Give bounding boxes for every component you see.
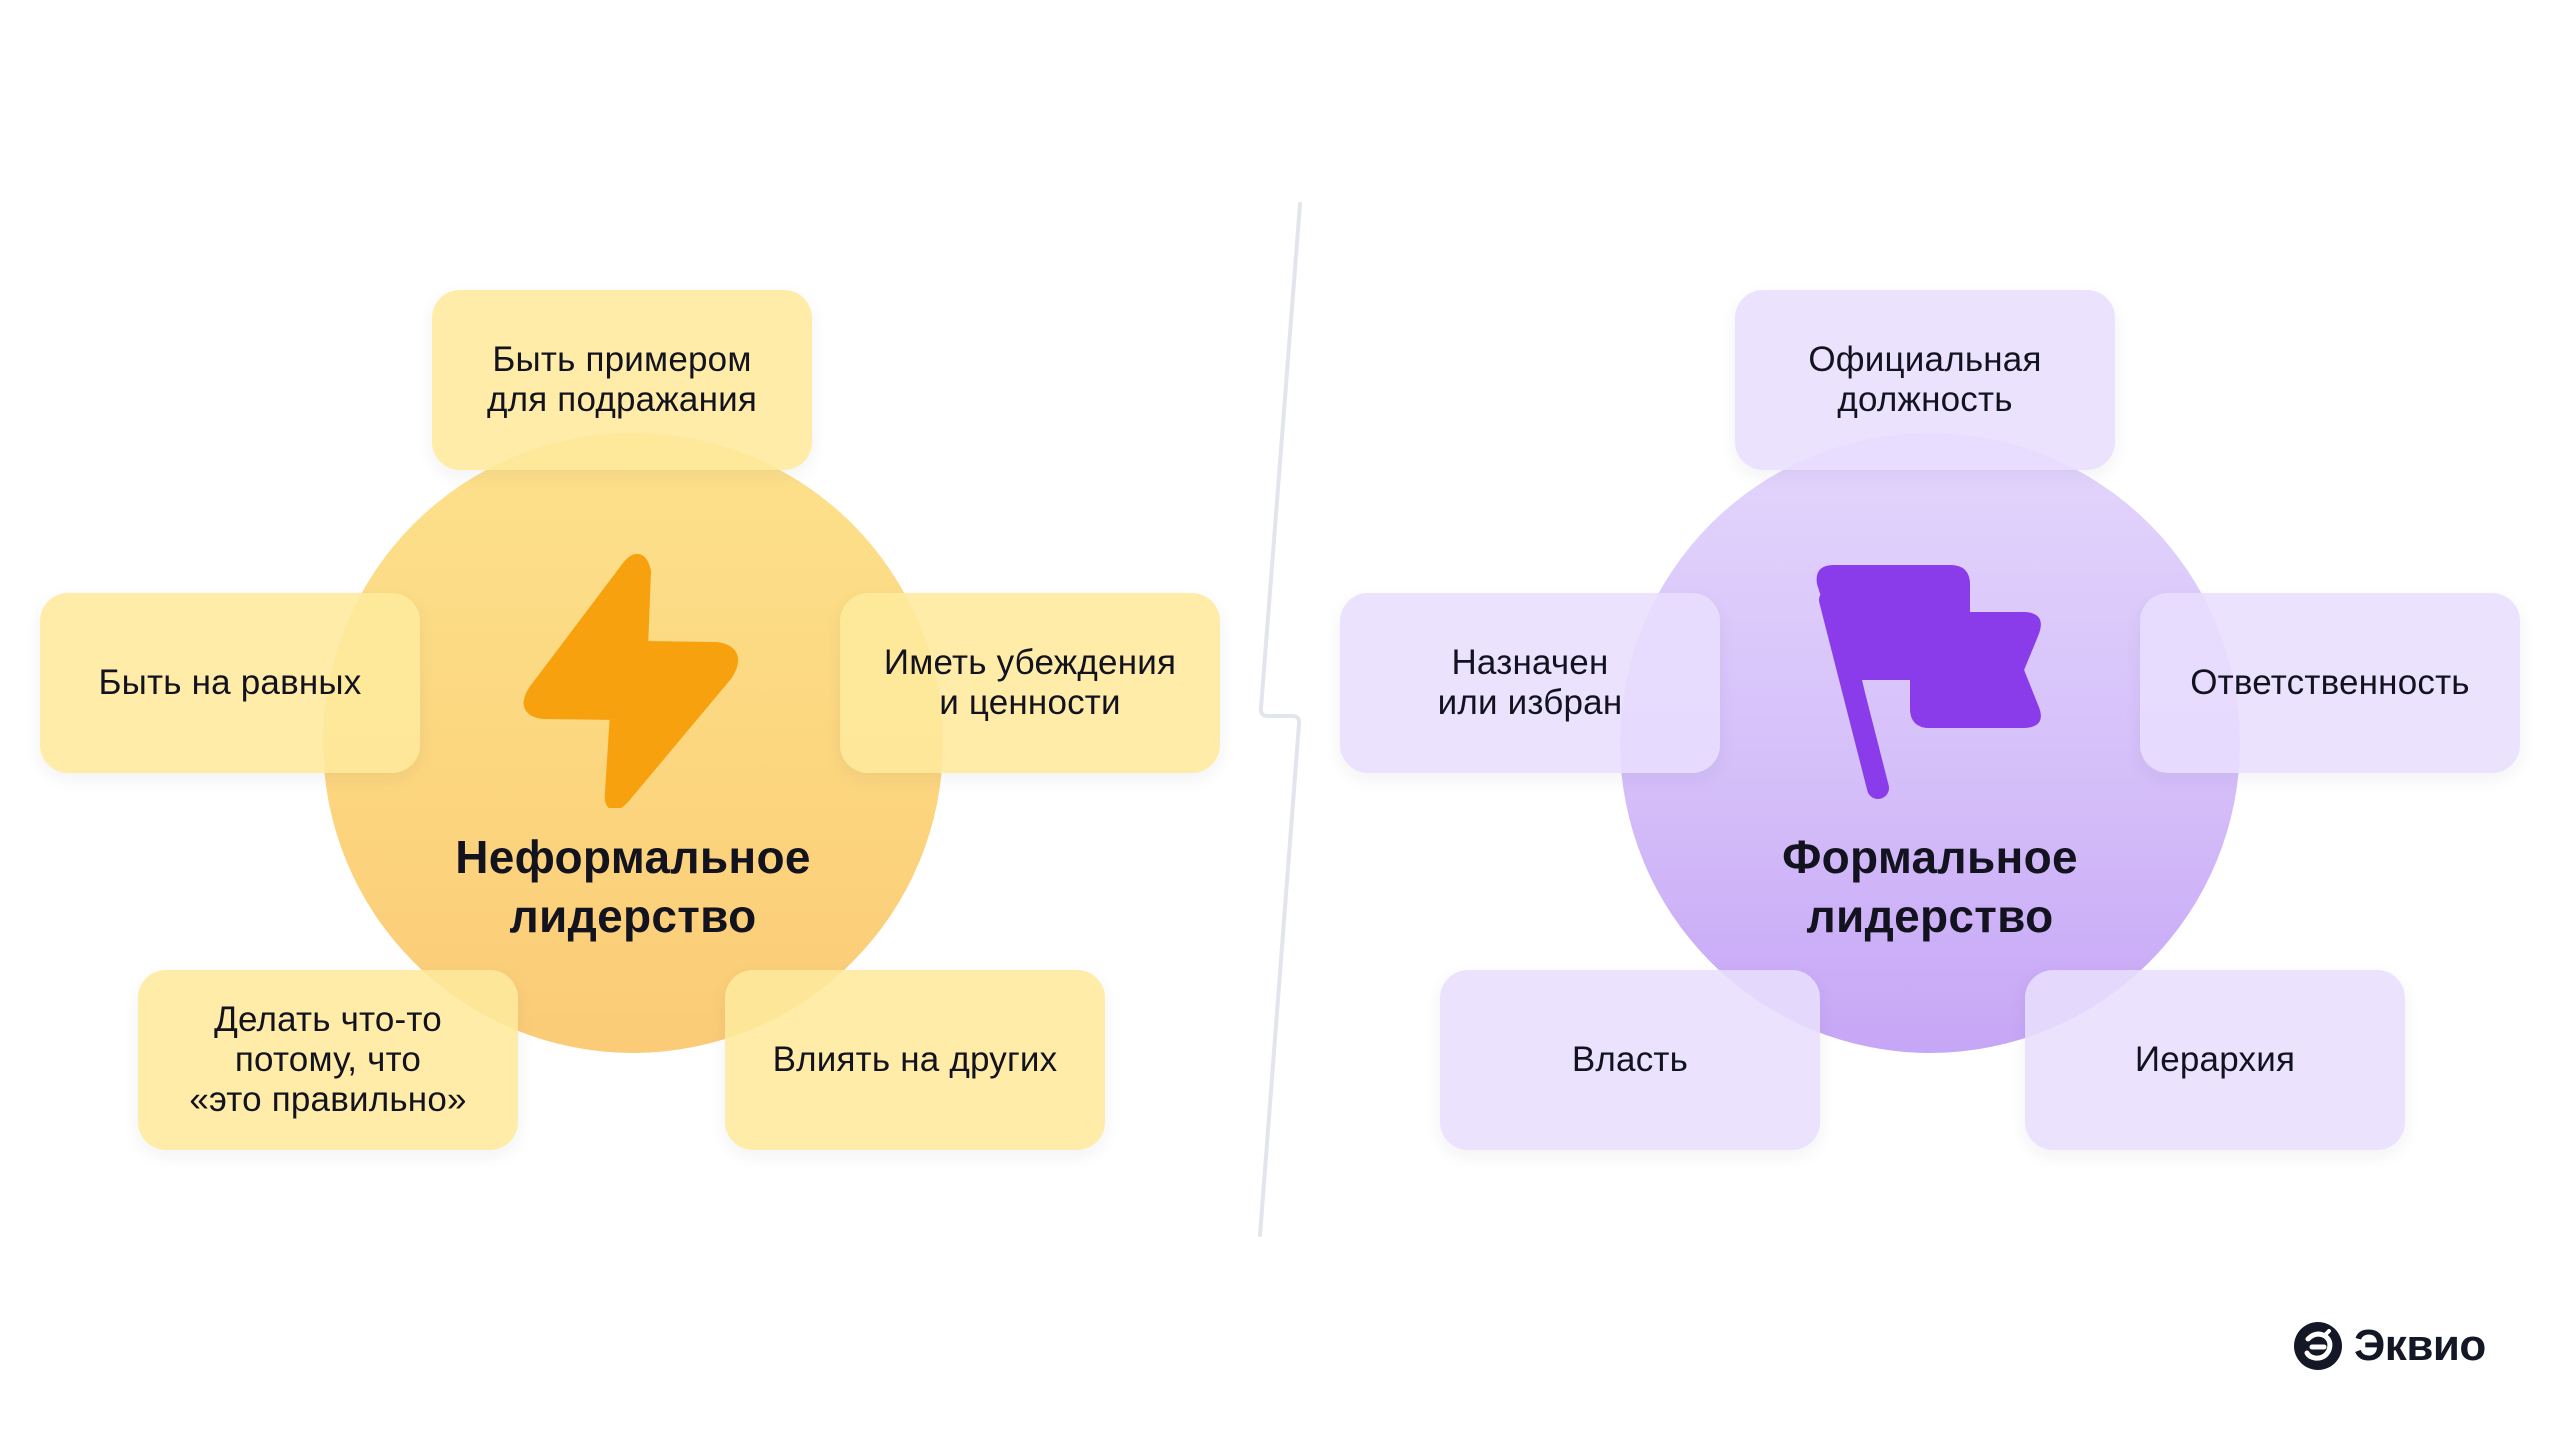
flag-icon [1816,565,2041,799]
formal-circle [1620,433,2240,1053]
informal-card-bottom-left: Делать что-то потому, что «это правильно… [138,970,518,1150]
formal-card-bottom-right: Иерархия [2025,970,2405,1150]
ekvio-logo-icon [2294,1322,2342,1370]
brand-name: Эквио [2354,1321,2486,1370]
formal-card-right: Ответственность [2140,593,2520,773]
formal-leadership-title: Формальное лидерство [1782,831,2078,942]
informal-card-left: Быть на равных [40,593,420,773]
informal-card-right: Иметь убеждения и ценности [840,593,1220,773]
formal-card-top: Официальная должность [1735,290,2115,470]
informal-card-bottom-right: Влиять на других [725,970,1105,1150]
formal-card-left: Назначен или избран [1340,593,1720,773]
brand-logo: Эквио [2294,1322,2486,1370]
informal-leadership-title: Неформальное лидерство [455,831,811,942]
informal-card-top: Быть примером для подражания [432,290,812,470]
lightning-bolt-icon [523,554,739,808]
formal-card-bottom-left: Власть [1440,970,1820,1150]
